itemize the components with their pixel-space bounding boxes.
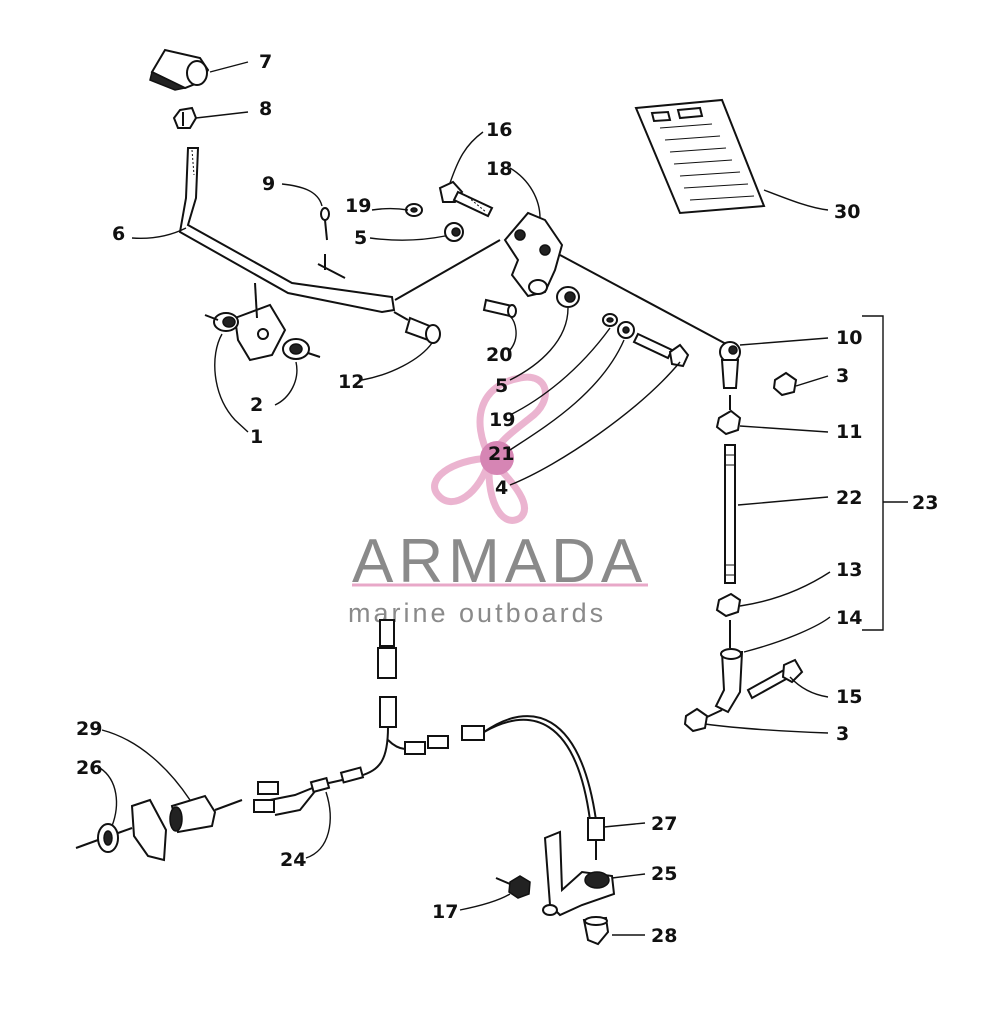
link-line <box>559 254 729 346</box>
cable-wire <box>483 715 597 821</box>
pivot-plate-1 <box>233 282 287 362</box>
label-21: 21 <box>488 443 514 465</box>
connector-top <box>377 619 397 728</box>
switch-29 <box>169 794 243 834</box>
connector-middle <box>404 725 485 755</box>
label-30: 30 <box>834 201 860 223</box>
rod-end-14 <box>714 648 744 714</box>
label-15: 15 <box>836 686 862 708</box>
clevis-pin-12 <box>393 311 441 344</box>
label-16: 16 <box>486 119 512 141</box>
bolt-16 <box>438 180 494 218</box>
washer-19-top <box>405 203 423 217</box>
nut-3-bottom <box>683 707 709 733</box>
label-3-top: 3 <box>836 365 849 387</box>
bushing-1 <box>204 312 239 332</box>
label-8: 8 <box>259 98 272 120</box>
label-5-top: 5 <box>354 227 367 249</box>
label-23: 23 <box>912 492 938 514</box>
label-25: 25 <box>651 863 677 885</box>
label-14: 14 <box>836 607 862 629</box>
bushing-5-top <box>444 222 464 242</box>
label-17: 17 <box>432 901 458 923</box>
decal-30 <box>634 98 766 215</box>
label-6: 6 <box>112 223 125 245</box>
armada-propeller-logo <box>431 373 549 524</box>
label-18: 18 <box>486 158 512 180</box>
label-11: 11 <box>836 421 862 443</box>
washer-19-bottom <box>602 313 618 327</box>
nut-8 <box>172 106 198 129</box>
callout-labels: 7 8 9 6 19 5 16 18 2 1 12 20 5 19 21 4 3… <box>76 51 938 947</box>
nut-28 <box>582 916 610 946</box>
label-1: 1 <box>250 426 263 448</box>
label-22: 22 <box>836 487 862 509</box>
pin-20 <box>482 298 517 318</box>
lockwasher-21 <box>617 321 635 339</box>
nut-3-top <box>772 371 798 397</box>
nut-11 <box>715 409 742 436</box>
cotter-pin-9 <box>320 207 330 241</box>
label-13: 13 <box>836 559 862 581</box>
washer-2 <box>282 338 321 360</box>
nut-17 <box>495 875 531 899</box>
label-10: 10 <box>836 327 862 349</box>
shift-lever-6 <box>178 147 396 314</box>
label-19-top: 19 <box>345 195 371 217</box>
bushing-5-bottom <box>556 286 580 308</box>
label-26: 26 <box>76 757 102 779</box>
bolt-15 <box>746 658 804 700</box>
label-9: 9 <box>262 173 275 195</box>
leader-lines <box>99 61 831 936</box>
assembly-23-bracket <box>862 315 884 631</box>
mount-bracket-25 <box>542 830 616 917</box>
shift-bracket-18 <box>503 211 564 298</box>
plate-26 <box>75 798 168 862</box>
label-5-bottom: 5 <box>495 375 508 397</box>
label-7: 7 <box>259 51 272 73</box>
label-12: 12 <box>338 371 364 393</box>
harness-24 <box>253 766 365 816</box>
label-28: 28 <box>651 925 677 947</box>
ball-joint-10 <box>719 341 741 389</box>
label-4: 4 <box>495 477 508 499</box>
label-24: 24 <box>280 849 306 871</box>
shift-knob-7 <box>149 48 210 91</box>
bolt-4 <box>632 332 690 368</box>
nut-13 <box>715 592 742 618</box>
label-20: 20 <box>486 344 512 366</box>
label-3-bottom: 3 <box>836 723 849 745</box>
label-2: 2 <box>250 394 263 416</box>
label-29: 29 <box>76 718 102 740</box>
label-19-bottom: 19 <box>489 409 515 431</box>
threaded-rod-22 <box>724 444 736 584</box>
label-27: 27 <box>651 813 677 835</box>
sensor-27 <box>587 817 605 860</box>
